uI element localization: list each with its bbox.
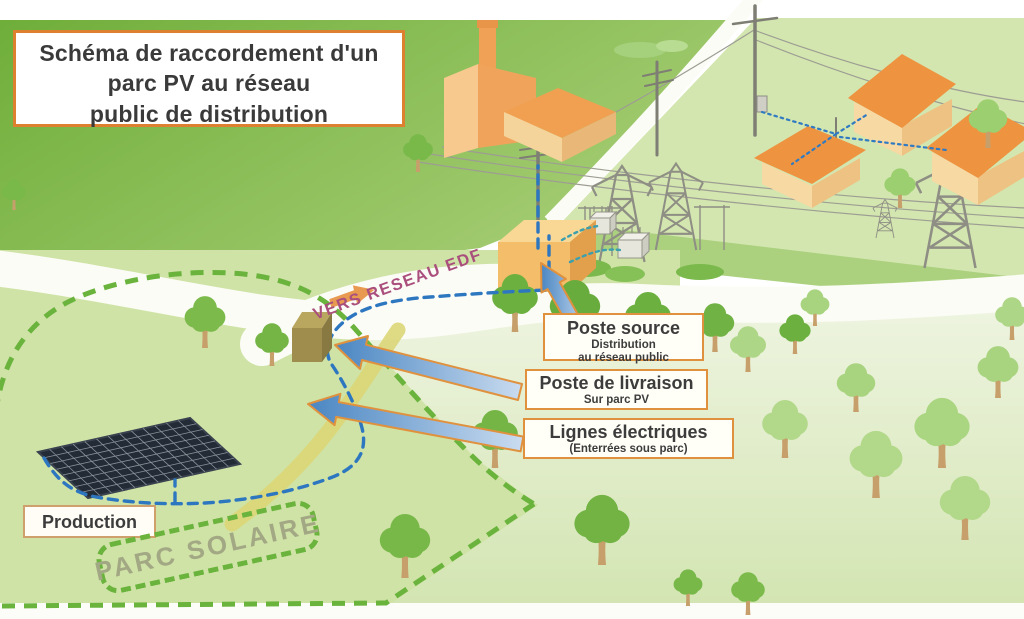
bush <box>614 42 666 58</box>
pointer-arrows <box>307 262 591 453</box>
callout-lignes-electriques: Lignes électriques (Enterrées sous parc) <box>523 418 734 459</box>
poste-livraison-title: Poste de livraison <box>539 373 694 393</box>
park-boundary-dashed <box>0 269 536 609</box>
arrow-to-lignes <box>307 392 525 453</box>
arrow-to-poste-livraison <box>334 335 523 401</box>
poste-source-sub2: au réseau public <box>578 352 669 365</box>
buried-cable-route <box>42 164 551 506</box>
bush <box>605 266 645 282</box>
direction-arrow-icon <box>329 285 375 308</box>
house-3 <box>754 126 866 208</box>
poste-livraison-building <box>292 312 332 362</box>
barn-building <box>504 88 616 162</box>
utility-pole-top-right <box>731 4 779 137</box>
substation-links-dotted <box>560 224 622 264</box>
poste-livraison-sub: Sur parc PV <box>583 393 650 406</box>
title-line-1: Schéma de raccordement d'un <box>39 40 379 66</box>
service-drop-lines <box>760 110 948 166</box>
production-label: Production <box>42 512 137 532</box>
callout-poste-livraison: Poste de livraison Sur parc PV <box>525 369 708 410</box>
title-line-2: parc PV au réseau <box>107 70 311 97</box>
bush <box>656 40 688 52</box>
transformers <box>588 206 651 260</box>
bush <box>676 264 724 280</box>
callout-poste-source: Poste source Distribution au réseau publ… <box>543 313 704 364</box>
poste-source-sub1: Distribution <box>591 338 656 351</box>
lignes-sub: (Enterrées sous parc) <box>569 442 688 455</box>
lignes-title: Lignes électriques <box>549 422 708 442</box>
title-line-3: public de distribution <box>89 100 329 127</box>
diagram-title: Schéma de raccordement d'un parc PV au r… <box>13 30 405 127</box>
utility-pole-mid <box>642 60 674 157</box>
pylons-and-poles <box>519 4 986 270</box>
poste-source-title: Poste source <box>566 318 681 338</box>
houses <box>754 54 1024 208</box>
solar-panel-array <box>38 418 240 498</box>
callout-production: Production <box>23 505 156 538</box>
